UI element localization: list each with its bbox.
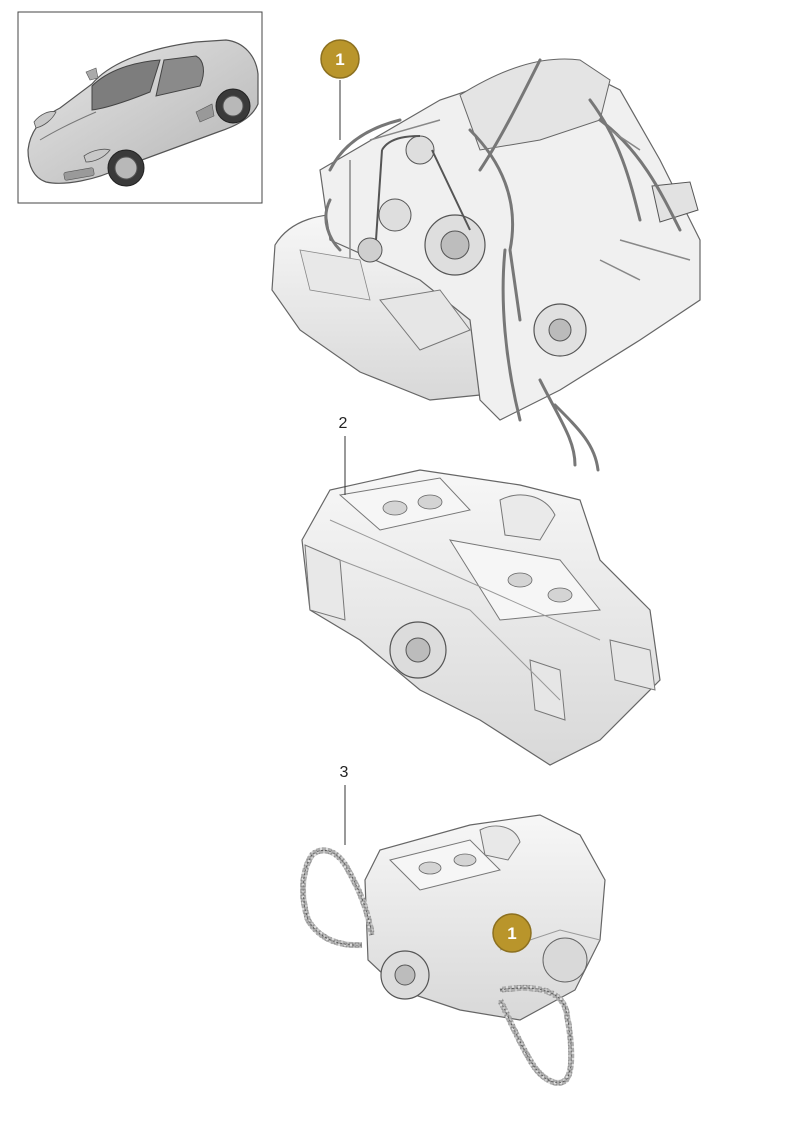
car-icon	[27, 39, 259, 187]
callout-item-2[interactable]: 2	[339, 415, 348, 495]
callout-item-1-bottom[interactable]: 1	[492, 913, 532, 953]
callout-label: 1	[507, 924, 516, 943]
engine-assembly-drawing	[271, 58, 701, 472]
short-block-drawing	[300, 814, 606, 1086]
timing-chain	[300, 847, 375, 949]
long-block-drawing	[301, 469, 661, 766]
callout-item-1-top[interactable]: 1	[320, 39, 360, 140]
callout-label: 1	[335, 50, 344, 69]
vehicle-thumbnail	[17, 11, 263, 204]
callout-badge	[492, 913, 532, 953]
callout-label: 3	[340, 764, 349, 781]
callout-label: 2	[339, 415, 348, 432]
callout-item-3[interactable]: 3	[340, 764, 349, 845]
callout-badge	[320, 39, 360, 79]
